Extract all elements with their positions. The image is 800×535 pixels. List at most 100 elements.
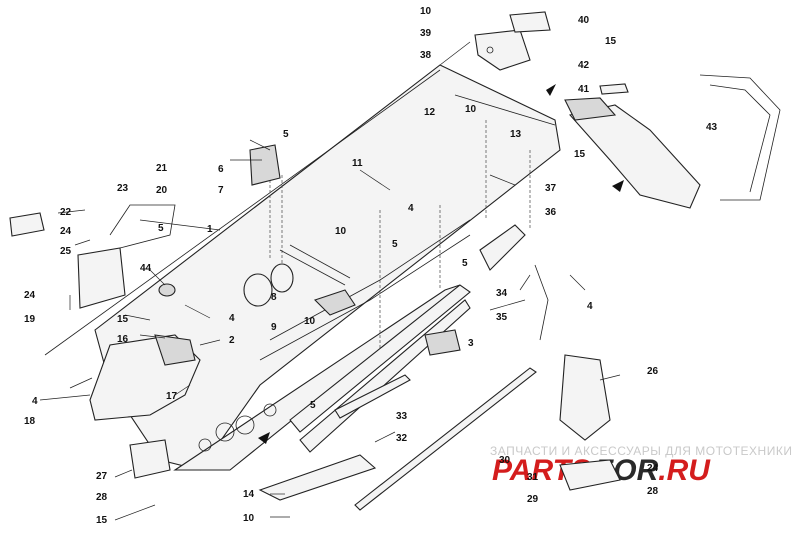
rail — [279, 249, 346, 286]
callout-label: 1 — [207, 224, 213, 235]
tunnel-hole — [263, 403, 277, 417]
bracket-7 — [249, 144, 281, 186]
callout-label: 2 — [229, 335, 235, 346]
screw-38 — [486, 46, 494, 54]
tunnel-hole — [215, 422, 235, 442]
callout-label: 15 — [117, 314, 129, 325]
callout-label: 14 — [243, 489, 255, 500]
callout-label: 8 — [271, 292, 277, 303]
callout-label: 11 — [352, 158, 363, 169]
rear-bumper-frame — [699, 74, 781, 201]
direction-arrows — [258, 84, 624, 444]
plate-14 — [258, 454, 377, 501]
callout-label: 10 — [420, 6, 432, 17]
callout-label: 10 — [243, 513, 255, 524]
callout-label: 35 — [496, 312, 508, 323]
rear-bumper-inner — [709, 84, 771, 193]
exchanger-33 — [334, 374, 411, 419]
callout-label: 24 — [60, 226, 72, 237]
callout-label: 40 — [578, 15, 590, 26]
callout-label: 7 — [218, 185, 224, 196]
rail — [289, 244, 351, 279]
strap-35 — [534, 264, 549, 341]
callout-label: 9 — [271, 322, 277, 333]
arrow-icon — [612, 180, 624, 192]
callout-label: 5 — [462, 258, 468, 269]
callout-label: 10 — [335, 226, 347, 237]
callout-label: 5 — [310, 400, 316, 411]
callout-label: 5 — [283, 129, 289, 140]
callout-label: 21 — [156, 163, 168, 174]
callout-label: 41 — [578, 84, 590, 95]
callout-label: 19 — [24, 314, 36, 325]
plate-25 — [77, 247, 126, 309]
callout-label: 17 — [166, 391, 178, 402]
bracket-41 — [564, 97, 617, 121]
callout-label: 24 — [647, 463, 659, 474]
cover-22 — [9, 212, 45, 237]
callout-label: 10 — [465, 104, 477, 115]
callout-label: 12 — [424, 107, 436, 118]
rail — [259, 234, 471, 361]
callout-label: 43 — [706, 122, 718, 133]
footrest-29 — [559, 459, 621, 491]
flap-26 — [559, 354, 611, 441]
taillight-housing-39 — [474, 29, 531, 71]
taillight — [474, 11, 551, 71]
callout-label: 4 — [32, 396, 38, 407]
tunnel-hole — [235, 415, 255, 435]
callout-labels: 10 40 39 38 15 42 41 43 12 10 13 15 5 6 … — [24, 6, 718, 526]
callout-label: 22 — [60, 207, 72, 218]
callout-label: 18 — [24, 416, 36, 427]
callout-label: 5 — [158, 223, 164, 234]
callout-label: 28 — [96, 492, 108, 503]
handle-5 — [109, 204, 176, 249]
callout-label: 27 — [96, 471, 108, 482]
callout-label: 10 — [304, 316, 316, 327]
callout-label: 25 — [60, 246, 72, 257]
callout-label: 33 — [396, 411, 408, 422]
bracket-9 — [270, 263, 294, 293]
arrow-icon — [258, 432, 270, 444]
callout-label: 44 — [140, 263, 152, 274]
right-parts — [424, 224, 621, 491]
callout-label: 15 — [96, 515, 108, 526]
callout-label: 4 — [587, 301, 593, 312]
lens-40 — [509, 11, 551, 33]
bracket-34 — [479, 224, 526, 271]
callout-label: 34 — [496, 288, 508, 299]
callout-label: 39 — [420, 28, 432, 39]
left-parts — [9, 144, 281, 479]
callout-label: 24 — [24, 290, 36, 301]
callout-label: 15 — [574, 149, 586, 160]
callout-label: 31 — [527, 472, 539, 483]
bracket-3 — [424, 329, 461, 356]
callout-label: 36 — [545, 207, 557, 218]
callout-label: 26 — [647, 366, 659, 377]
callout-label: 32 — [396, 433, 408, 444]
bolt-18 — [69, 377, 93, 389]
callout-label: 5 — [392, 239, 398, 250]
callout-label: 15 — [605, 36, 617, 47]
bracket-8 — [243, 273, 273, 307]
callout-label: 42 — [578, 60, 590, 71]
tab-42 — [599, 83, 629, 95]
callout-label: 23 — [117, 183, 129, 194]
watermark-tagline: ЗАПЧАСТИ И АКСЕССУАРЫ ДЛЯ МОТОТЕХНИКИ — [490, 444, 792, 458]
tunnel-edge-line — [44, 69, 441, 356]
rear-flap-43 — [568, 104, 701, 209]
front-frame — [69, 334, 201, 421]
callout-label: 28 — [647, 486, 659, 497]
exchanger-strip-a — [289, 284, 471, 433]
callout-label: 37 — [545, 183, 557, 194]
callout-label: 13 — [510, 129, 522, 140]
rear-bumper — [564, 74, 781, 209]
rail-32 — [354, 367, 537, 511]
callout-label: 20 — [156, 185, 168, 196]
leader-lines — [39, 41, 621, 521]
callout-label: 6 — [218, 164, 224, 175]
tunnel-top-rail — [454, 94, 556, 126]
callout-label: 3 — [468, 338, 474, 349]
bracket-16 — [154, 334, 196, 366]
